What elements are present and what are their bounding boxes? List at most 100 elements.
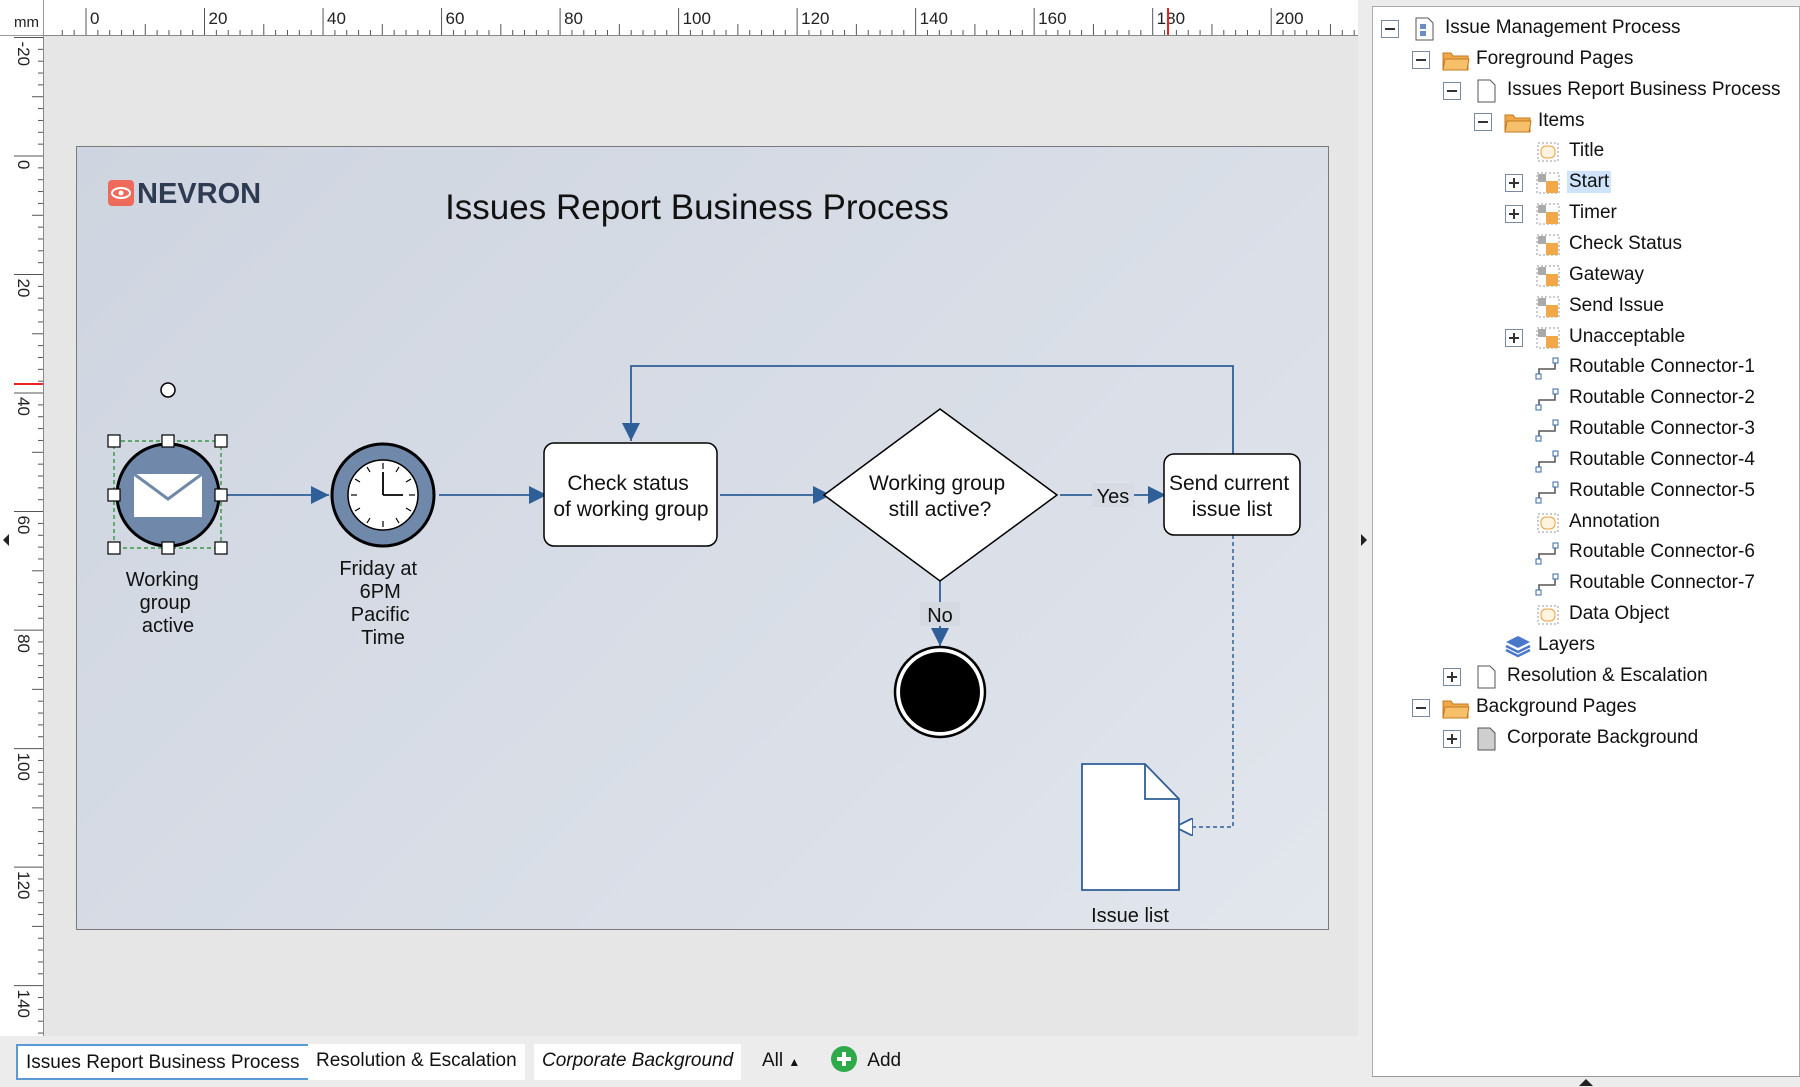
tree-node-label: Routable Connector-5 — [1569, 479, 1755, 501]
tree-node-label: Routable Connector-1 — [1569, 356, 1755, 378]
expand-icon[interactable] — [1505, 328, 1523, 347]
tree-node-label: Layers — [1538, 634, 1596, 655]
tree-item[interactable]: Routable Connector-2 — [1373, 385, 1793, 413]
gateway-diamond[interactable] — [822, 408, 1059, 582]
ruler-label: 120 — [801, 9, 829, 28]
tree-footer — [1372, 1076, 1800, 1086]
nevron-logo: NEVRON — [108, 178, 261, 210]
tree-item[interactable]: Start — [1373, 169, 1793, 197]
folder-icon — [1504, 110, 1532, 134]
diagram-canvas[interactable]: NEVRON Issues Report Business Process Ye… — [44, 36, 1358, 1036]
drawing-page[interactable]: NEVRON Issues Report Business Process Ye… — [76, 146, 1329, 930]
tree-background-pages[interactable]: Background Pages — [1373, 694, 1793, 722]
start-event[interactable] — [115, 442, 221, 548]
yes-label: Yes — [1097, 486, 1130, 508]
tree-item[interactable]: Routable Connector-3 — [1373, 416, 1793, 444]
tree-layers[interactable]: Layers — [1373, 632, 1793, 660]
tree-node-label: Annotation — [1569, 510, 1660, 532]
collapse-icon[interactable] — [1412, 698, 1430, 717]
tree-item[interactable]: Routable Connector-4 — [1373, 447, 1793, 475]
selection-handles[interactable] — [107, 382, 228, 555]
expand-icon[interactable] — [1443, 729, 1461, 748]
ruler-label: 180 — [1157, 9, 1185, 28]
expand-up-icon[interactable] — [1578, 1077, 1594, 1087]
add-page-button[interactable]: Add — [822, 1044, 909, 1080]
ruler-label: 20 — [14, 279, 33, 298]
tree-item[interactable]: Routable Connector-6 — [1373, 539, 1793, 567]
tree-node-label: Background Pages — [1476, 695, 1637, 717]
tree-item[interactable]: Routable Connector-5 — [1373, 478, 1793, 506]
connector-icon — [1535, 418, 1561, 442]
tree-node-label: Issues Report Business Process — [1507, 78, 1781, 100]
tree-root[interactable]: Issue Management Process — [1373, 15, 1793, 43]
data-object-label: Issue list — [1091, 905, 1169, 927]
document-icon — [1411, 17, 1437, 41]
tab-all-menu[interactable]: All ▲ — [754, 1044, 808, 1080]
tree-item[interactable]: Data Object — [1373, 601, 1793, 629]
tree-node-label: Start — [1567, 171, 1612, 194]
check-status-task[interactable] — [543, 442, 718, 547]
tree-item[interactable]: Gateway — [1373, 262, 1793, 290]
tree-item[interactable]: Routable Connector-1 — [1373, 354, 1793, 382]
page-tab-bar: Issues Report Business Process Resolutio… — [0, 1036, 1365, 1086]
ruler-label: 80 — [14, 634, 33, 653]
connector-icon — [1535, 449, 1561, 473]
ruler-label: 140 — [14, 990, 33, 1018]
timer-event[interactable] — [330, 442, 436, 548]
collapse-icon[interactable] — [1412, 50, 1430, 69]
collapse-icon[interactable] — [1443, 81, 1461, 100]
tree-node-label: Routable Connector-2 — [1569, 387, 1755, 409]
collapse-icon[interactable] — [1381, 20, 1399, 38]
send-issue-task[interactable] — [1163, 453, 1301, 536]
expand-icon[interactable] — [1505, 174, 1523, 193]
tree-page-corporate-background[interactable]: Corporate Background — [1373, 725, 1793, 753]
tree-item[interactable]: Unacceptable — [1373, 324, 1793, 352]
tree-page-issues-report[interactable]: Issues Report Business Process — [1373, 77, 1793, 105]
connector-icon — [1535, 480, 1561, 504]
tree-page-resolution[interactable]: Resolution & Escalation — [1373, 663, 1793, 691]
expand-icon[interactable] — [1505, 205, 1523, 224]
tree-items-folder[interactable]: Items — [1373, 108, 1793, 136]
ruler-label: 120 — [14, 871, 33, 899]
tab-issues-report[interactable]: Issues Report Business Process — [16, 1044, 310, 1080]
group-shape-icon — [1535, 171, 1561, 195]
group-shape-icon — [1535, 233, 1561, 257]
ruler-label: 160 — [1038, 9, 1066, 28]
connector-loop-back — [622, 365, 1234, 456]
ruler-label: 0 — [14, 160, 33, 169]
tab-resolution-escalation[interactable]: Resolution & Escalation — [308, 1044, 525, 1080]
ruler-label: 40 — [14, 397, 33, 416]
tree-item[interactable]: Annotation — [1373, 509, 1793, 537]
tree-node-label: Routable Connector-4 — [1569, 448, 1755, 470]
tab-corporate-background[interactable]: Corporate Background — [534, 1044, 742, 1080]
collapse-icon[interactable] — [1474, 112, 1492, 131]
connector-icon — [1535, 572, 1561, 596]
tree-item[interactable]: Routable Connector-7 — [1373, 570, 1793, 598]
tree-item[interactable]: Check Status — [1373, 231, 1793, 259]
shape-icon — [1535, 140, 1561, 164]
data-object[interactable] — [1081, 763, 1180, 891]
tree-node-label: Corporate Background — [1507, 726, 1699, 748]
folder-icon — [1442, 696, 1470, 720]
ruler-label: 100 — [683, 9, 711, 28]
start-event-label: Working group active — [126, 569, 205, 637]
folder-icon — [1442, 48, 1470, 72]
diagram-title: Issues Report Business Process — [445, 188, 949, 227]
layers-icon — [1504, 634, 1531, 658]
expand-icon[interactable] — [1443, 667, 1461, 686]
ruler-label: 140 — [920, 9, 948, 28]
tree-item[interactable]: Timer — [1373, 200, 1793, 228]
tree-foreground-pages[interactable]: Foreground Pages — [1373, 46, 1793, 74]
page-icon — [1473, 79, 1499, 103]
tree-item[interactable]: Title — [1373, 138, 1793, 166]
tree-node-label: Send Issue — [1569, 294, 1665, 316]
clock-icon — [351, 463, 415, 527]
end-event[interactable] — [893, 645, 987, 739]
collapse-left-icon[interactable] — [0, 530, 12, 550]
add-icon — [831, 1046, 857, 1072]
tree-item[interactable]: Send Issue — [1373, 293, 1793, 321]
collapse-right-icon[interactable] — [1358, 530, 1370, 550]
